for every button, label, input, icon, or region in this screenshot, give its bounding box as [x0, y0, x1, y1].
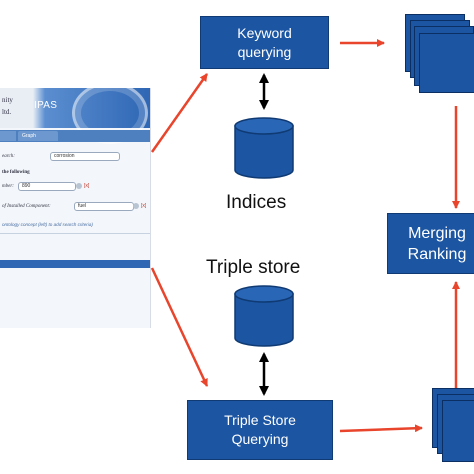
merging-ranking-box: Merging Ranking	[387, 213, 474, 274]
search-label: earch:	[2, 154, 15, 159]
app-org-line: ltd.	[2, 108, 12, 116]
indices-label: Indices	[226, 192, 287, 213]
app-divider	[0, 233, 150, 234]
app-screenshot: nity ltd. IPAS Graph earch: corrosion th…	[0, 88, 151, 328]
number-input[interactable]: 890	[18, 182, 76, 191]
keyword-box-line: Keyword	[237, 24, 292, 41]
merge-box-line: Ranking	[407, 245, 467, 263]
app-hint-text: ontology concept (left) to add search cr…	[2, 222, 93, 227]
criteria-heading: the following	[2, 170, 30, 175]
search-input[interactable]: corrosion	[50, 152, 120, 161]
tab-search[interactable]	[0, 131, 16, 141]
app-header: nity ltd. IPAS	[0, 88, 150, 144]
triple-store-label: Triple store	[206, 257, 301, 278]
component-label: of Installed Component:	[2, 204, 51, 209]
app-title: IPAS	[34, 100, 58, 111]
result-sheet	[442, 400, 474, 462]
app-org-line: nity	[2, 96, 13, 104]
remove-criterion-link[interactable]: [x]	[84, 183, 90, 189]
arrow-app-to-keyword	[150, 73, 209, 153]
triple-store-querying-box: Triple Store Querying	[187, 400, 333, 460]
app-footer-bar	[0, 260, 150, 268]
app-logo-icon	[72, 88, 148, 144]
app-tab-bar: Graph	[0, 130, 150, 142]
result-sheet	[419, 33, 474, 93]
merge-box-line: Merging	[408, 224, 466, 242]
arrow-app-to-triple-query	[150, 267, 209, 387]
arrow-triple-to-results	[339, 424, 423, 433]
add-component-icon[interactable]	[133, 203, 139, 209]
keyword-box-line: querying	[237, 43, 292, 60]
remove-component-link[interactable]: [x]	[141, 203, 147, 209]
keyword-querying-box: Keyword querying	[200, 16, 329, 69]
tab-graph[interactable]: Graph	[18, 131, 58, 141]
triple-query-box-line: Querying	[231, 431, 289, 447]
indices-database-icon	[234, 117, 294, 179]
add-criterion-icon[interactable]	[76, 183, 82, 189]
number-label: mber:	[2, 184, 14, 189]
triple-store-database-icon	[234, 285, 294, 347]
app-org-name: nity ltd.	[2, 94, 13, 118]
triple-query-box-line: Triple Store	[224, 412, 296, 428]
